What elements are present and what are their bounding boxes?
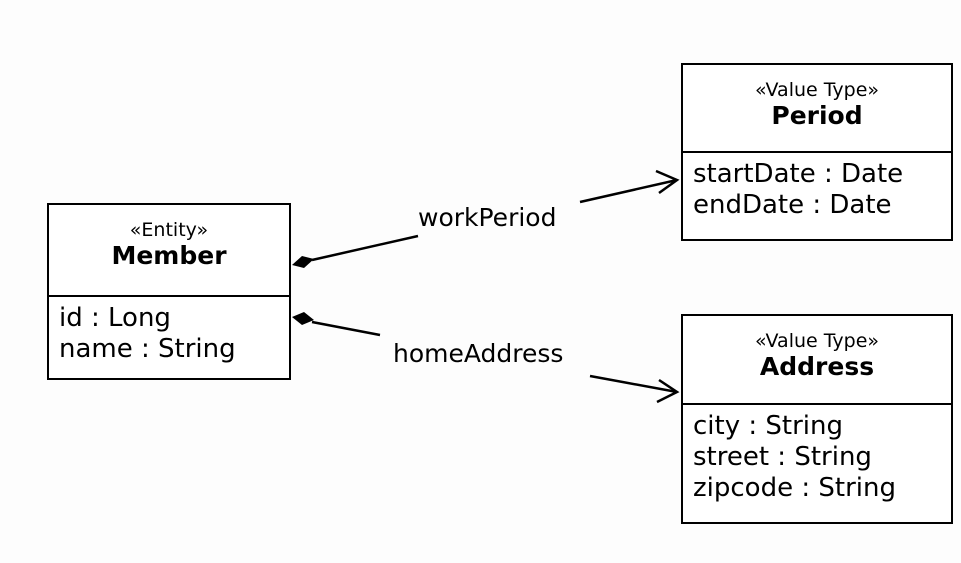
class-period-attributes: startDate : Date endDate : Date — [683, 153, 951, 221]
attribute-period-start-date: startDate : Date — [693, 159, 904, 189]
class-member-header: «Entity» Member — [49, 205, 289, 297]
attribute-member-id: id : Long — [59, 303, 171, 333]
association-label-work-period: workPeriod — [416, 203, 559, 233]
attribute-address-zipcode: zipcode : String — [693, 473, 896, 503]
class-period-name: Period — [771, 101, 863, 130]
class-period-header: «Value Type» Period — [683, 65, 951, 153]
class-member[interactable]: «Entity» Member id : Long name : String — [47, 203, 291, 380]
class-address-name: Address — [759, 352, 875, 381]
class-member-stereotype: «Entity» — [129, 219, 209, 241]
class-period-stereotype: «Value Type» — [754, 79, 880, 101]
class-address-attributes: city : String street : String zipcode : … — [683, 405, 951, 504]
association-home-address — [292, 312, 680, 404]
association-work-period — [292, 169, 680, 268]
attribute-address-street: street : String — [693, 442, 872, 472]
class-address-header: «Value Type» Address — [683, 316, 951, 405]
work-period-arrowhead-icon — [655, 169, 680, 195]
association-label-home-address: homeAddress — [391, 339, 566, 369]
attribute-member-name: name : String — [59, 334, 236, 364]
home-address-arrowhead-icon — [656, 378, 680, 404]
class-period[interactable]: «Value Type» Period startDate : Date end… — [681, 63, 953, 241]
work-period-line-left — [311, 234, 419, 262]
home-address-diamond-icon — [292, 312, 314, 325]
class-address[interactable]: «Value Type» Address city : String stree… — [681, 314, 953, 524]
home-address-line-right — [589, 374, 678, 394]
class-member-name: Member — [111, 241, 227, 270]
attribute-period-end-date: endDate : Date — [693, 190, 892, 220]
home-address-line-left — [311, 320, 381, 337]
class-member-attributes: id : Long name : String — [49, 297, 289, 365]
work-period-line-right — [579, 178, 678, 204]
attribute-address-city: city : String — [693, 411, 843, 441]
class-address-stereotype: «Value Type» — [754, 330, 880, 352]
work-period-diamond-icon — [292, 256, 314, 268]
